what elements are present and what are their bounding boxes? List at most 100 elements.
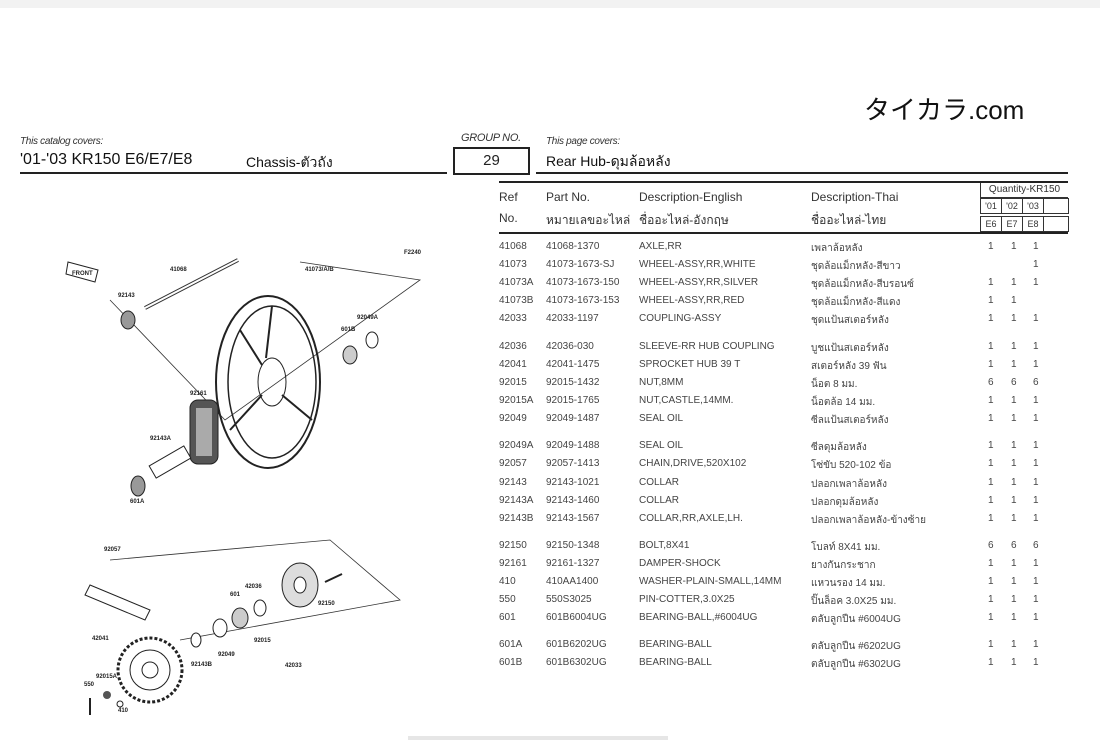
qty-03-cell: 1 xyxy=(1033,558,1039,569)
table-header-border xyxy=(499,232,1068,234)
svg-text:92057: 92057 xyxy=(104,547,121,553)
qty-02-cell: 1 xyxy=(1011,277,1017,288)
description-thai-cell: บูชแป้นสเตอร์หลัง xyxy=(811,343,889,354)
ref-cell: 92143A xyxy=(499,495,534,506)
ref-cell: 92150 xyxy=(499,540,527,551)
part-number-cell: 92057-1413 xyxy=(546,458,600,469)
svg-text:92150: 92150 xyxy=(318,601,335,607)
front-arrow-icon: FRONT xyxy=(65,261,99,283)
part-number-cell: 42041-1475 xyxy=(546,359,600,370)
part-number-cell: 92143-1460 xyxy=(546,495,600,506)
ref-cell: 92057 xyxy=(499,458,527,469)
description-thai-cell: น็อต 8 มม. xyxy=(811,379,858,390)
col-ref-header-2: No. xyxy=(499,211,518,225)
qty-02-cell: 1 xyxy=(1011,513,1017,524)
part-number-cell: 92161-1327 xyxy=(546,558,600,569)
svg-text:92143A: 92143A xyxy=(150,436,172,442)
part-number-cell: 410AA1400 xyxy=(546,576,599,587)
ref-cell: 601 xyxy=(499,612,516,623)
qty-02-cell: 1 xyxy=(1011,477,1017,488)
qty-03-cell: 1 xyxy=(1033,259,1039,270)
qty-02-cell: 1 xyxy=(1011,612,1017,623)
qty-01-cell: 1 xyxy=(988,495,994,506)
qty-01-cell: 1 xyxy=(988,657,994,668)
description-thai-cell: โบลท์ 8X41 มม. xyxy=(811,542,881,553)
catalog-section: Chassis-ตัวถัง xyxy=(246,154,333,170)
description-thai-cell: ตลับลูกปืน #6004UG xyxy=(811,614,901,625)
svg-text:92015A: 92015A xyxy=(96,674,118,680)
description-english-cell: AXLE,RR xyxy=(639,241,682,252)
qty-03-cell: 1 xyxy=(1033,612,1039,623)
scrollbar[interactable] xyxy=(408,736,668,740)
ref-cell: 42033 xyxy=(499,313,527,324)
svg-text:42041: 42041 xyxy=(92,636,109,642)
part-number-cell: 92150-1348 xyxy=(546,540,600,551)
qty-01-cell: 1 xyxy=(988,313,994,324)
qty-01-cell: 1 xyxy=(988,639,994,650)
collar-shape xyxy=(148,445,192,479)
qty-03-cell: 1 xyxy=(1033,477,1039,488)
qty-03-cell: 1 xyxy=(1033,639,1039,650)
group-number: 29 xyxy=(453,147,530,175)
qty-01-cell: 6 xyxy=(988,377,994,388)
part-number-cell: 601B6302UG xyxy=(546,657,607,668)
part-number-cell: 41073-1673-150 xyxy=(546,277,620,288)
qty-01-cell: 1 xyxy=(988,440,994,451)
bearing-shape xyxy=(342,345,358,365)
ref-cell: 601B xyxy=(499,657,523,668)
col-ref-header: Ref xyxy=(499,190,518,204)
qty-01-cell: 1 xyxy=(988,513,994,524)
qty-02-cell: 1 xyxy=(1011,295,1017,306)
description-thai-cell: โซ่ขับ 520-102 ข้อ xyxy=(811,460,892,471)
description-thai-cell: เพลาล้อหลัง xyxy=(811,243,863,254)
year-blank xyxy=(1043,198,1069,214)
qty-03-cell: 1 xyxy=(1033,594,1039,605)
part-number-cell: 92049-1487 xyxy=(546,413,600,424)
qty-01-cell: 1 xyxy=(988,395,994,406)
qty-01-cell: 1 xyxy=(988,594,994,605)
description-english-cell: COLLAR xyxy=(639,495,680,506)
description-thai-cell: ชุดล้อแม็กหลัง-สีบรอนซ์ xyxy=(811,279,914,290)
description-thai-cell: ซีลดุมล้อหลัง xyxy=(811,442,867,453)
description-english-cell: COUPLING-ASSY xyxy=(639,313,722,324)
qty-02-cell: 1 xyxy=(1011,313,1017,324)
qty-02-cell: 1 xyxy=(1011,341,1017,352)
description-english-cell: NUT,8MM xyxy=(639,377,684,388)
part-number-cell: 92143-1021 xyxy=(546,477,600,488)
svg-text:92143B: 92143B xyxy=(191,662,213,668)
qty-01-cell: 1 xyxy=(988,295,994,306)
qty-02-cell: 1 xyxy=(1011,458,1017,469)
description-english-cell: WHEEL-ASSY,RR,RED xyxy=(639,295,745,306)
diagram-code: F2240 xyxy=(404,250,422,256)
part-number-cell: 92143-1567 xyxy=(546,513,600,524)
ref-cell: 550 xyxy=(499,594,516,605)
description-english-cell: COLLAR,RR,AXLE,LH. xyxy=(639,513,743,524)
description-thai-cell: แหวนรอง 14 มม. xyxy=(811,578,886,589)
top-bar xyxy=(0,0,1100,8)
qty-03-cell: 1 xyxy=(1033,657,1039,668)
ref-cell: 41068 xyxy=(499,241,527,252)
part-number-cell: 41073-1673-SJ xyxy=(546,259,615,270)
sprocket-shape xyxy=(116,636,184,704)
qty-01-cell: 1 xyxy=(988,612,994,623)
qty-01-cell: 1 xyxy=(988,277,994,288)
col-part-header: Part No. xyxy=(546,190,591,204)
qty-01-cell: 1 xyxy=(988,341,994,352)
ref-cell: 41073B xyxy=(499,295,534,306)
svg-text:92049: 92049 xyxy=(218,652,235,658)
col-part-header-thai: หมายเลขอะไหล่ xyxy=(546,213,631,227)
qty-02-cell: 1 xyxy=(1011,440,1017,451)
